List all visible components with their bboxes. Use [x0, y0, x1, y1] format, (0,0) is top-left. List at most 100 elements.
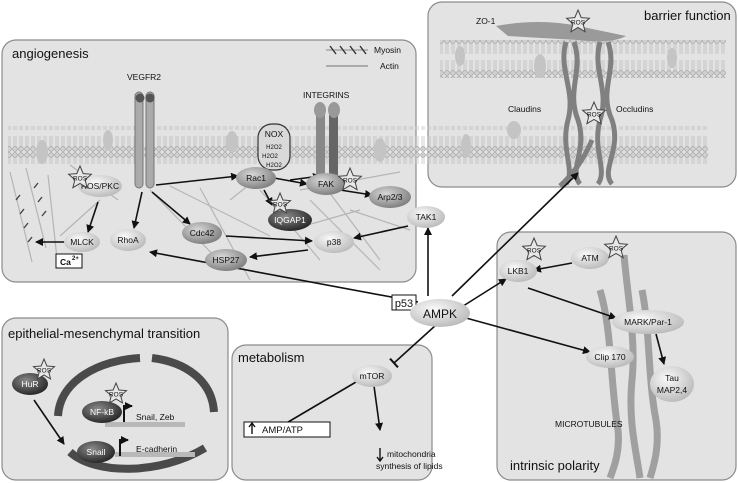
mlck-node[interactable]: MLCK — [64, 232, 100, 252]
calcium-label: Ca — [60, 257, 71, 267]
atm-node[interactable]: ATM — [571, 247, 609, 269]
mark-par1-label: MARK/Par-1 — [624, 317, 672, 327]
ros-star-atm-shape — [603, 234, 629, 259]
h2o2-label-1: H2O2 — [266, 145, 282, 151]
legend: Myosin Actin — [326, 45, 401, 71]
tau-label: Tau — [665, 373, 679, 383]
nfkb-label: NF-kB — [90, 407, 114, 417]
tau-map-node[interactable]: Tau MAP2,4 — [650, 366, 694, 402]
rhoa-node[interactable]: RhoA — [110, 229, 146, 251]
atm-label: ATM — [581, 253, 598, 263]
ros-star-zo1-shape — [565, 8, 591, 33]
ros-star-hur-label: ROS — [37, 368, 52, 375]
arp23-label: Arp2/3 — [377, 192, 402, 202]
barrier-function-title: barrier function — [644, 8, 731, 23]
ros-star-occludins-shape — [581, 100, 607, 125]
ros-star-hur: ROS — [32, 357, 56, 380]
vegfr2-label: VEGFR2 — [127, 72, 161, 82]
ros-star-occludins: ROS — [581, 100, 607, 125]
p38-node[interactable]: p38 — [314, 231, 354, 253]
ros-star-fak: ROS — [337, 166, 363, 191]
rhoa-label: RhoA — [117, 235, 139, 245]
mtor-node[interactable]: mTOR — [352, 365, 392, 387]
map24-label: MAP2,4 — [657, 385, 688, 395]
pathway-arrows — [33, 172, 667, 445]
ros-star-lkb1: ROS — [521, 236, 547, 261]
legend-actin-label: Actin — [380, 61, 399, 71]
ros-markers: ROS ROS ROS ROS ROS ROS ROS ROS ROS — [32, 8, 629, 404]
mito-line-2: synthesis of lipids — [376, 461, 443, 471]
barrier-membrane — [440, 40, 726, 78]
tak1-label: TAK1 — [416, 212, 437, 222]
rac1-label: Rac1 — [246, 173, 266, 183]
ros-star-pkc: ROS — [67, 164, 93, 189]
h2o2-label-2: H2O2 — [262, 154, 278, 160]
myosin-filaments — [15, 182, 47, 243]
metabolism-title: metabolism — [238, 350, 304, 365]
dna-bar-1 — [105, 422, 185, 427]
microtubules-label: MICROTUBULES — [555, 419, 623, 429]
ros-pkc-node[interactable]: ROS/PKC — [78, 175, 122, 197]
intrinsic-polarity-title: intrinsic polarity — [510, 458, 600, 473]
ampk-label: AMPK — [423, 307, 457, 321]
calcium-box: Ca 2+ — [55, 253, 83, 269]
cdc42-node[interactable]: Cdc42 — [182, 222, 222, 244]
nfkb-node[interactable]: NF-kB — [82, 401, 122, 423]
amp-atp-label: AMP/ATP — [262, 425, 303, 436]
nox-enzyme: NOX H2O2 H2O2 H2O2 — [257, 123, 291, 171]
zo1-label: ZO-1 — [476, 16, 496, 26]
integrins-label: INTEGRINS — [303, 90, 350, 100]
snail-zeb-promoter — [123, 402, 133, 422]
clip170-label: Clip 170 — [594, 352, 625, 362]
mtor-label: mTOR — [360, 371, 385, 381]
integrins-receptor — [314, 102, 340, 180]
hur-label: HuR — [21, 379, 38, 389]
ros-star-nfkb: ROS — [104, 381, 128, 404]
ros-star-zo1: ROS — [565, 8, 591, 33]
tak1-node[interactable]: TAK1 — [407, 206, 445, 228]
p38-label: p38 — [327, 237, 341, 247]
p53-box: p53 — [391, 294, 417, 311]
ecadherin-label: E-cadherin — [136, 444, 177, 454]
ros-star-atm: ROS — [603, 234, 629, 259]
iqgap1-node[interactable]: IQGAP1 — [268, 209, 312, 231]
nox-label: NOX — [265, 129, 284, 139]
plasma-membrane — [8, 121, 708, 164]
h2o2-label-3: H2O2 — [266, 163, 282, 169]
claudins-label: Claudins — [508, 104, 541, 114]
lkb1-node[interactable]: LKB1 — [499, 260, 537, 282]
legend-myosin-label: Myosin — [374, 45, 401, 55]
ros-star-lkb1-shape — [521, 236, 547, 261]
dna-bar-2 — [115, 452, 195, 457]
hsp27-node[interactable]: HSP27 — [205, 249, 247, 271]
calcium-charge: 2+ — [72, 256, 79, 262]
fak-node[interactable]: FAK — [306, 173, 346, 195]
mito-line-1: mitochondria — [387, 449, 436, 459]
ros-star-fak-label: ROS — [343, 178, 358, 185]
emt-title: epithelial-mesenchymal transition — [8, 326, 200, 341]
ros-star-zo1-label: ROS — [571, 20, 586, 27]
snail-label: Snail — [87, 447, 106, 457]
amp-atp-box: AMP/ATP — [243, 421, 331, 438]
ros-star-nfkb-label: ROS — [109, 392, 124, 399]
snail-node[interactable]: Snail — [77, 441, 115, 463]
ros-star-nfkb-shape — [104, 381, 128, 404]
clip170-node[interactable]: Clip 170 — [586, 346, 634, 368]
ros-star-hur-shape — [32, 357, 56, 380]
snail-zeb-label: Snail, Zeb — [136, 412, 175, 422]
ros-star-iqgap1-shape — [268, 191, 292, 214]
ros-star-iqgap1: ROS — [268, 191, 292, 214]
cdc42-label: Cdc42 — [190, 228, 215, 238]
ros-star-atm-label: ROS — [609, 246, 624, 253]
mark-par1-node[interactable]: MARK/Par-1 — [612, 310, 684, 334]
arp23-node[interactable]: Arp2/3 — [369, 186, 411, 208]
ros-star-lkb1-label: ROS — [527, 248, 542, 255]
vegfr2-receptor — [134, 91, 155, 189]
ampk-node[interactable]: AMPK — [410, 299, 470, 327]
ros-star-fak-shape — [337, 166, 363, 191]
ecadherin-promoter — [119, 436, 129, 456]
occludins-label: Occludins — [616, 104, 653, 114]
ros-pkc-label: ROS/PKC — [81, 181, 119, 191]
rac1-node[interactable]: Rac1 — [236, 167, 276, 189]
